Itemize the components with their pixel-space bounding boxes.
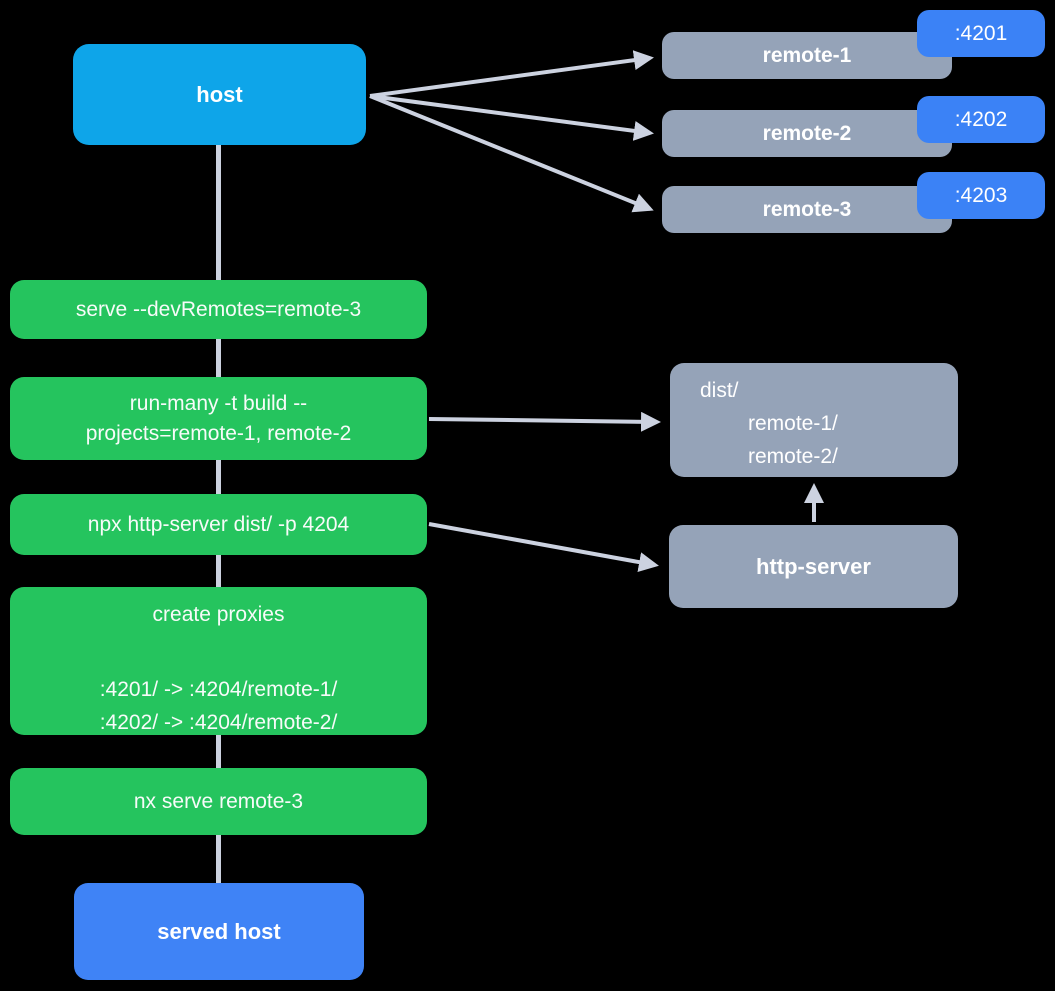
port-4201-label: :4201 [954, 21, 1008, 45]
port-badge-4201: :4201 [917, 10, 1045, 57]
command-npx-http-server: npx http-server dist/ -p 4204 [10, 494, 427, 555]
remote-3-label: remote-3 [762, 197, 852, 221]
dist-remote-1-folder: remote-1/ [748, 412, 838, 435]
arrow-host-to-remote-1 [369, 50, 654, 98]
command-run-many-build: run-many -t build -- projects=remote-1, … [10, 377, 427, 460]
remote-2-label: remote-2 [762, 121, 852, 145]
command-serve-label: serve --devRemotes=remote-3 [75, 297, 362, 321]
arrow-host-to-remote-3 [369, 94, 654, 213]
remote-3-node: remote-3 [662, 186, 952, 233]
create-proxies-title: create proxies [152, 603, 285, 626]
dist-folder-node: dist/ remote-1/ remote-2/ [670, 363, 958, 477]
http-server-label: http-server [756, 553, 871, 579]
port-4203-label: :4203 [954, 183, 1008, 207]
http-server-node: http-server [669, 525, 958, 608]
command-run-many-line1: run-many -t build -- [129, 391, 308, 415]
create-proxies-mappings: :4201/ -> :4204/remote-1/ :4202/ -> :420… [10, 673, 427, 739]
command-create-proxies: create proxies :4201/ -> :4204/remote-1/… [10, 587, 427, 735]
dist-remote-2-folder: remote-2/ [748, 445, 838, 468]
remote-1-label: remote-1 [762, 43, 852, 67]
command-npx-http-server-label: npx http-server dist/ -p 4204 [87, 512, 350, 536]
command-run-many-line2: projects=remote-1, remote-2 [85, 421, 352, 445]
host-node: host [73, 44, 366, 145]
remote-2-node: remote-2 [662, 110, 952, 157]
dist-root-label: dist/ [700, 379, 739, 402]
port-badge-4203: :4203 [917, 172, 1045, 219]
command-serve-devremotes: serve --devRemotes=remote-3 [10, 280, 427, 339]
port-badge-4202: :4202 [917, 96, 1045, 143]
arrow-runmany-to-dist [428, 411, 661, 432]
served-host-node: served host [74, 883, 364, 980]
command-nx-serve-label: nx serve remote-3 [133, 789, 304, 813]
arrow-host-to-remote-2 [369, 94, 654, 141]
proxy-mapping-4201: :4201/ -> :4204/remote-1/ [99, 678, 338, 701]
served-host-label: served host [157, 918, 281, 944]
command-nx-serve-remote-3: nx serve remote-3 [10, 768, 427, 835]
host-label: host [196, 81, 243, 107]
arrow-npx-to-httpserver [428, 522, 659, 572]
remote-1-node: remote-1 [662, 32, 952, 79]
port-4202-label: :4202 [954, 107, 1008, 131]
proxy-mapping-4202: :4202/ -> :4204/remote-2/ [99, 711, 338, 734]
